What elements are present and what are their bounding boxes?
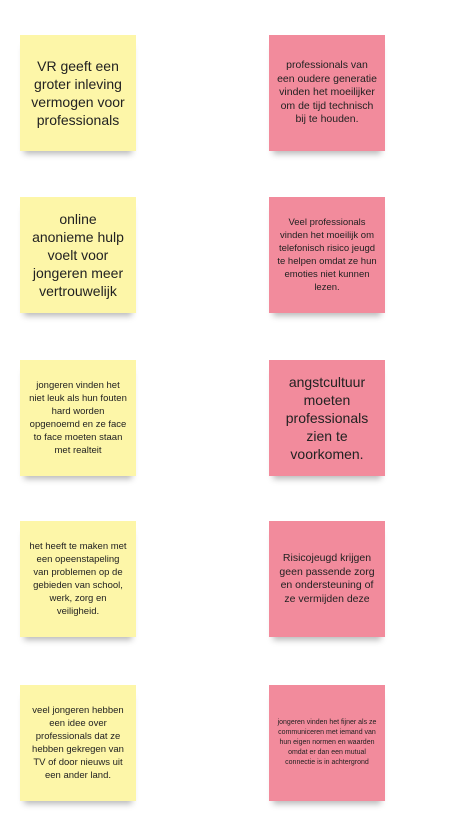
sticky-note[interactable]: veel jongeren hebben een idee over profe… [20, 685, 136, 801]
sticky-note-text: Risicojeugd krijgen geen passende zorg e… [279, 552, 375, 605]
sticky-note[interactable]: angstcultuur moeten professionals zien t… [269, 360, 385, 476]
sticky-note-text: VR geeft een groter inleving vermogen vo… [31, 58, 125, 128]
sticky-note[interactable]: professionals van een oudere generatie v… [269, 35, 385, 151]
sticky-note-text: jongeren vinden het niet leuk als hun fo… [29, 380, 127, 456]
sticky-note-text: angstcultuur moeten professionals zien t… [285, 374, 369, 462]
sticky-note-text: professionals van een oudere generatie v… [277, 59, 377, 126]
sticky-note[interactable]: het heeft te maken met een opeenstapelin… [20, 521, 136, 637]
sticky-note[interactable]: VR geeft een groter inleving vermogen vo… [20, 35, 136, 151]
sticky-note-text: veel jongeren hebben een idee over profe… [32, 705, 124, 781]
sticky-note-text: jongeren vinden het fijner als ze commun… [277, 719, 377, 766]
sticky-note[interactable]: Veel professionals vinden het moeilijk o… [269, 197, 385, 313]
sticky-note[interactable]: Risicojeugd krijgen geen passende zorg e… [269, 521, 385, 637]
sticky-note[interactable]: online anonieme hulp voelt voor jongeren… [20, 197, 136, 313]
sticky-note-text: het heeft te maken met een opeenstapelin… [29, 541, 127, 617]
sticky-note-text: Veel professionals vinden het moeilijk o… [277, 217, 377, 293]
sticky-note-text: online anonieme hulp voelt voor jongeren… [32, 211, 124, 299]
sticky-note[interactable]: jongeren vinden het fijner als ze commun… [269, 685, 385, 801]
sticky-note[interactable]: jongeren vinden het niet leuk als hun fo… [20, 360, 136, 476]
